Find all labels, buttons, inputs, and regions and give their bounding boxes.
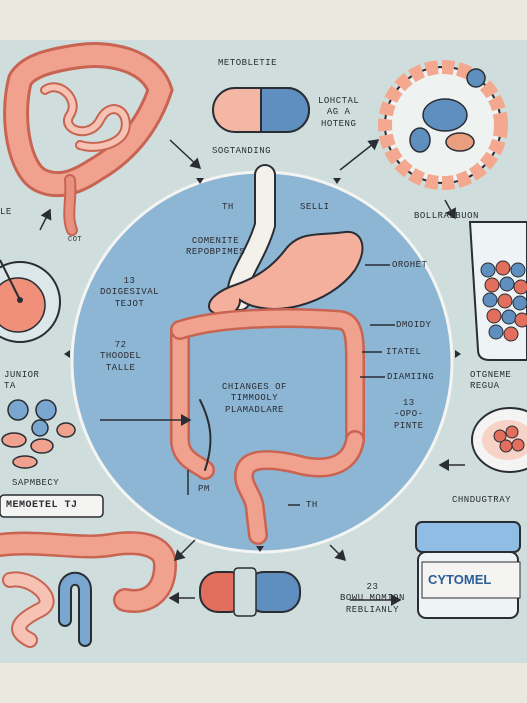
jar-label: CYTOMEL <box>428 572 492 587</box>
top-title-label: METOBLETIE <box>218 58 278 68</box>
right-mid-caption: OTGNEME REGUA <box>470 370 512 392</box>
left-edge-label: LE <box>0 207 12 217</box>
pill-cluster-left-icon <box>1 399 76 469</box>
cell-ring-icon <box>378 60 508 190</box>
stomach-and-colon-icon <box>170 164 365 545</box>
capsule-pill-icon <box>212 87 310 133</box>
digestive-caption: 13 DOIGESIVAL TEJOT <box>100 276 160 309</box>
boxed-label: MEMOETEL TJ <box>6 500 78 511</box>
boxed-label-frame <box>0 494 104 518</box>
circle-nodes <box>64 178 461 552</box>
left-cell-icon <box>0 259 61 343</box>
dmoidy-label: DMOIDY <box>396 320 432 330</box>
pm-label: PM <box>198 484 210 494</box>
itatel-label: ITATEL <box>386 347 422 357</box>
th-top-label: TH <box>222 202 234 212</box>
bottom-capsule-icon <box>199 567 301 617</box>
intestine-bottom-left-icon <box>0 531 178 648</box>
cot-label: COT <box>68 236 83 244</box>
pill-dish-right-icon <box>471 407 527 473</box>
large-intestine-top-left-icon <box>3 42 174 236</box>
cell-ring-caption: BOLLRALBUON <box>414 211 479 221</box>
opo-caption: 13 -OPO- PINTE <box>394 398 424 431</box>
bowu-caption: 23 BOWU MOMION REBLIANLY <box>340 582 405 615</box>
top-right-caption: LOHCTAL AG A HOTENG <box>318 96 360 129</box>
left-mid-caption: JUNIOR TA <box>4 370 40 392</box>
th-bottom-label: TH <box>306 500 318 510</box>
thodel-caption: 72 THOODEL TALLE <box>100 340 142 373</box>
medication-jar-icon <box>415 521 521 619</box>
pill-caption-label: SOGTANDING <box>212 146 272 156</box>
changes-caption: CHIANGES OF TIMMOOLY PLAMADLARE <box>222 382 287 415</box>
chndug-label: CHNDUGTRAY <box>452 495 512 505</box>
center-top-caption: COMENITE REPOBPIMES <box>186 236 246 258</box>
sapmbecy-label: SAPMBECY <box>12 478 60 488</box>
diamiing-label: DIAMIING <box>387 372 435 382</box>
flow-arrows <box>39 139 465 606</box>
orohet-label: OROHET <box>392 260 428 270</box>
selli-label: SELLI <box>300 202 330 212</box>
pill-jar-right-icon <box>468 221 527 361</box>
